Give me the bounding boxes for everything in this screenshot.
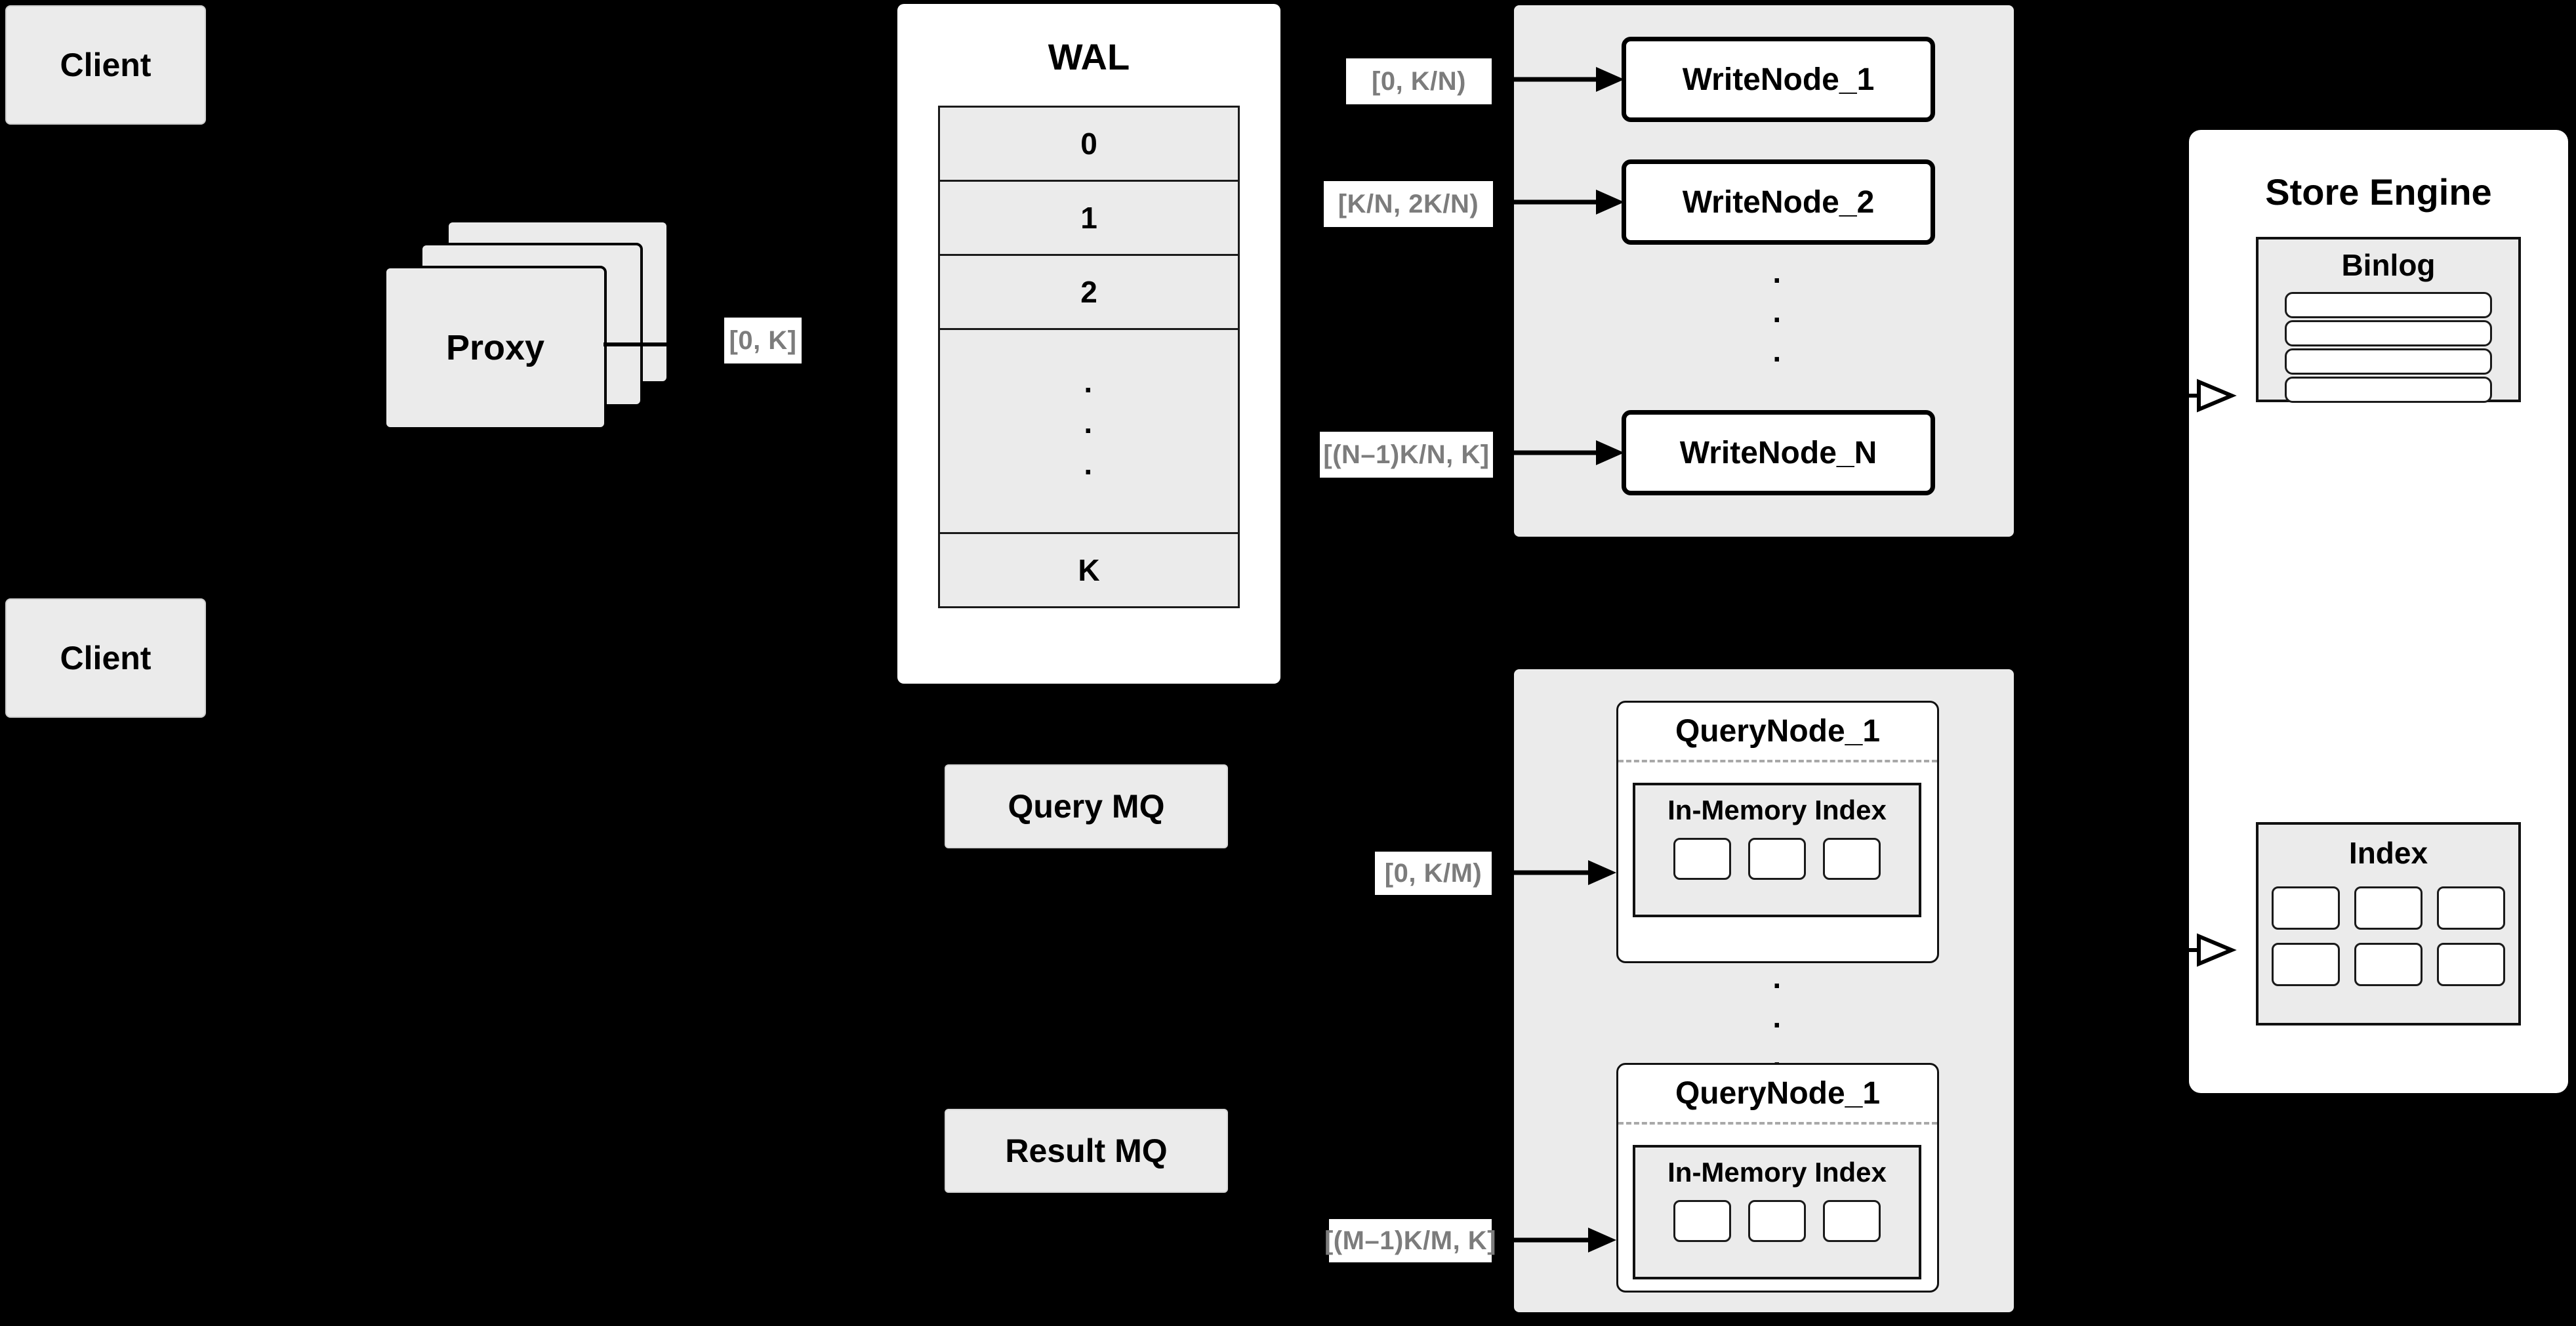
index-segment[interactable] (1673, 1200, 1731, 1242)
binlog-title: Binlog (2341, 248, 2436, 282)
wal-row[interactable]: 2 (940, 256, 1238, 331)
range-label-write-node-1: [0, K/N) (1346, 58, 1492, 104)
result-mq-label: Result MQ (1005, 1132, 1168, 1169)
client-label: Client (60, 47, 152, 83)
index-segment[interactable] (1748, 838, 1806, 880)
index-title: Index (2348, 836, 2428, 870)
write-node-n[interactable]: WriteNode_N (1622, 410, 1935, 495)
arrow-to-write-node-2 (1514, 190, 1624, 215)
binlog-row[interactable] (2285, 377, 2492, 403)
write-node-label: WriteNode_N (1679, 435, 1877, 470)
query-node-divider (1618, 1122, 1937, 1125)
binlog-row[interactable] (2285, 320, 2492, 346)
write-node-ellipsis: · · · (1772, 263, 1783, 376)
query-mq-box[interactable]: Query MQ (945, 764, 1228, 848)
arrow-to-query-node-1 (1514, 860, 1616, 885)
binlog-row[interactable] (2285, 292, 2492, 318)
wal-title: WAL (1048, 36, 1130, 77)
index-segment[interactable] (1823, 1200, 1881, 1242)
client-label: Client (60, 640, 152, 676)
client-box-1[interactable]: Client (5, 5, 206, 125)
query-node-label: QueryNode_1 (1675, 1076, 1881, 1111)
proxy-box[interactable]: Proxy (384, 266, 607, 430)
wal-row[interactable]: 1 (940, 182, 1238, 257)
wal-row[interactable]: K (940, 533, 1238, 606)
query-node-ellipsis: · · · (1772, 968, 1783, 1079)
write-node-label: WriteNode_1 (1682, 62, 1875, 97)
range-label-write-node-n: [(N–1)K/N, K] (1320, 432, 1493, 478)
arrow-to-write-node-n (1514, 440, 1624, 465)
in-memory-index-title: In-Memory Index (1667, 1157, 1887, 1188)
index-box: Index (2256, 822, 2521, 1026)
wal-row[interactable]: 0 (940, 108, 1238, 182)
arrow-to-binlog (2175, 379, 2237, 413)
query-mq-label: Query MQ (1008, 788, 1165, 825)
store-engine-panel: Store Engine Binlog Index (2189, 130, 2568, 1093)
in-memory-index-title: In-Memory Index (1667, 795, 1887, 825)
index-segment[interactable] (1748, 1200, 1806, 1242)
query-node-divider (1618, 760, 1937, 762)
range-label-query-node-1: [0, K/M) (1375, 852, 1492, 895)
range-label-write-node-2: [K/N, 2K/N) (1324, 181, 1493, 227)
wal-panel: WAL 0 1 2 · · · K (897, 4, 1280, 684)
index-segment[interactable] (1823, 838, 1881, 880)
binlog-row[interactable] (2285, 348, 2492, 375)
client-box-2[interactable]: Client (5, 598, 206, 718)
write-node-label: WriteNode_2 (1682, 184, 1875, 220)
wal-table: 0 1 2 · · · K (938, 106, 1240, 608)
index-cell[interactable] (2272, 943, 2340, 986)
range-label-query-node-m: [(M–1)K/M, K] (1324, 1219, 1496, 1262)
store-engine-title: Store Engine (2265, 171, 2492, 213)
write-node-1[interactable]: WriteNode_1 (1622, 37, 1935, 122)
wal-row-ellipsis: · · · (940, 330, 1238, 534)
index-cell[interactable] (2354, 886, 2423, 930)
arrow-to-index (2175, 933, 2237, 967)
proxy-label: Proxy (445, 328, 545, 367)
range-label-proxy-to-wal: [0, K] (724, 318, 802, 363)
index-cell[interactable] (2437, 943, 2505, 986)
in-memory-index-1: In-Memory Index (1633, 783, 1921, 917)
index-segment[interactable] (1673, 838, 1731, 880)
arrow-to-write-node-1 (1514, 67, 1624, 92)
proxy-to-wal-connector (603, 342, 715, 346)
index-cell[interactable] (2354, 943, 2423, 986)
write-node-2[interactable]: WriteNode_2 (1622, 159, 1935, 245)
arrow-to-query-node-m (1514, 1228, 1616, 1253)
in-memory-index-2: In-Memory Index (1633, 1145, 1921, 1279)
query-node-1[interactable]: QueryNode_1 In-Memory Index (1616, 701, 1939, 963)
query-node-label: QueryNode_1 (1675, 714, 1881, 749)
binlog-box: Binlog (2256, 237, 2521, 403)
query-node-m[interactable]: QueryNode_1 In-Memory Index (1616, 1063, 1939, 1293)
index-cell[interactable] (2272, 886, 2340, 930)
index-cell[interactable] (2437, 886, 2505, 930)
result-mq-box[interactable]: Result MQ (945, 1109, 1228, 1193)
